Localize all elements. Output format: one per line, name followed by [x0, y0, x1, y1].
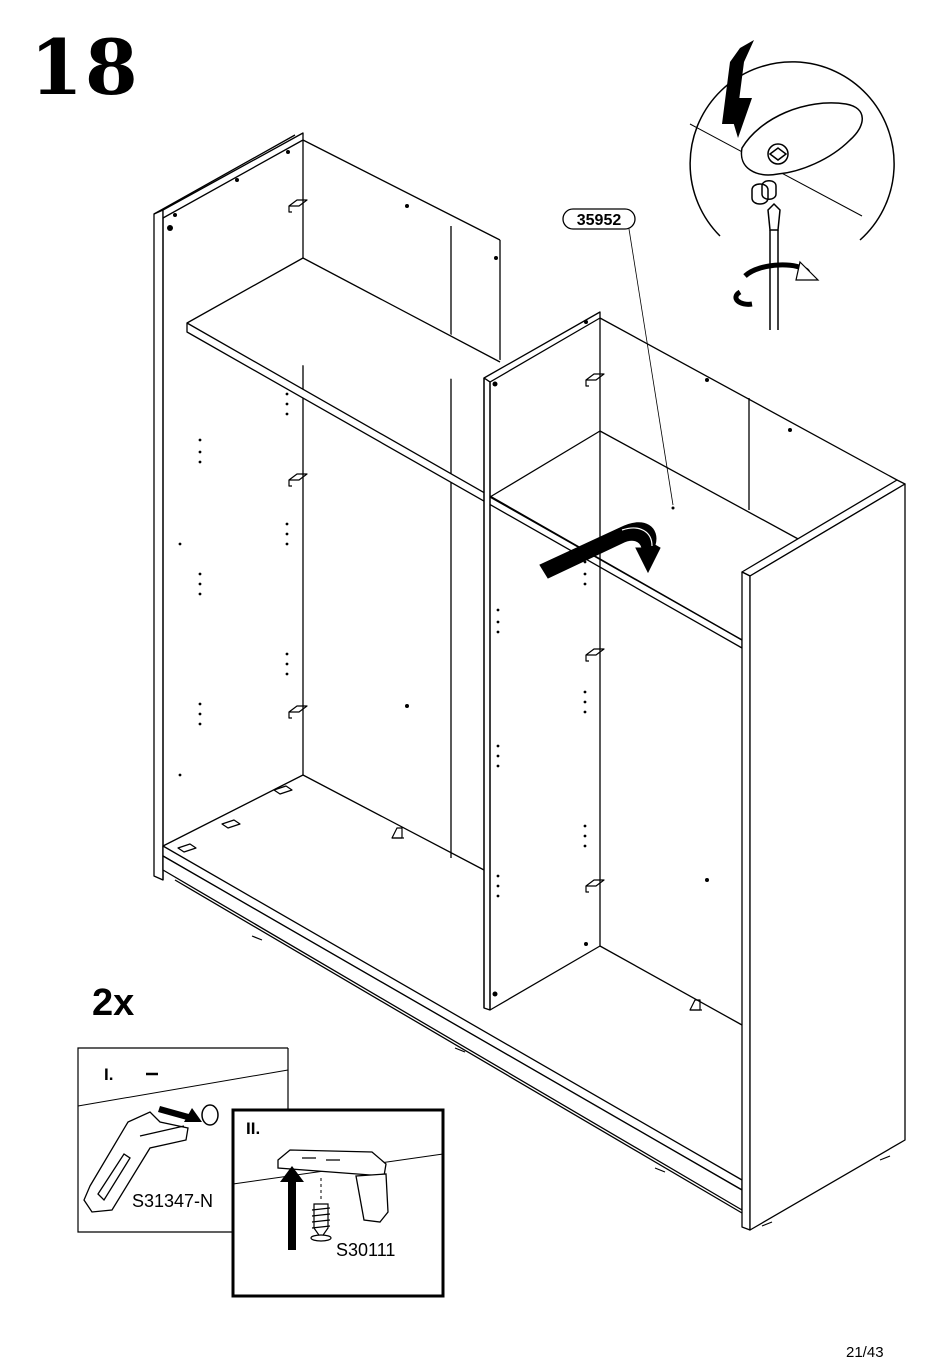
part-callout-35952: 35952 — [563, 209, 673, 505]
part-code-s30111: S30111 — [336, 1240, 395, 1260]
inset-two-label: II. — [246, 1119, 260, 1138]
part-code-s31347n: S31347-N — [132, 1191, 213, 1211]
bottom-panel-right — [600, 946, 742, 1025]
quantity-label: 2x — [92, 982, 134, 1025]
screw-part — [311, 1204, 331, 1241]
top-shelf-left — [187, 258, 742, 648]
cap-part — [202, 1105, 218, 1125]
page-number: 21/43 — [846, 1344, 884, 1361]
middle-divider-panel — [484, 312, 600, 1010]
inset-two-panel — [233, 1110, 443, 1296]
left-side-panel — [154, 133, 303, 880]
back-panel-left — [303, 140, 500, 858]
cam-lock-detail — [690, 62, 894, 330]
part-label-35952: 35952 — [577, 212, 622, 229]
drill-holes — [167, 150, 792, 997]
inset-one-label: I. — [104, 1065, 113, 1084]
right-side-panel — [742, 480, 905, 1230]
